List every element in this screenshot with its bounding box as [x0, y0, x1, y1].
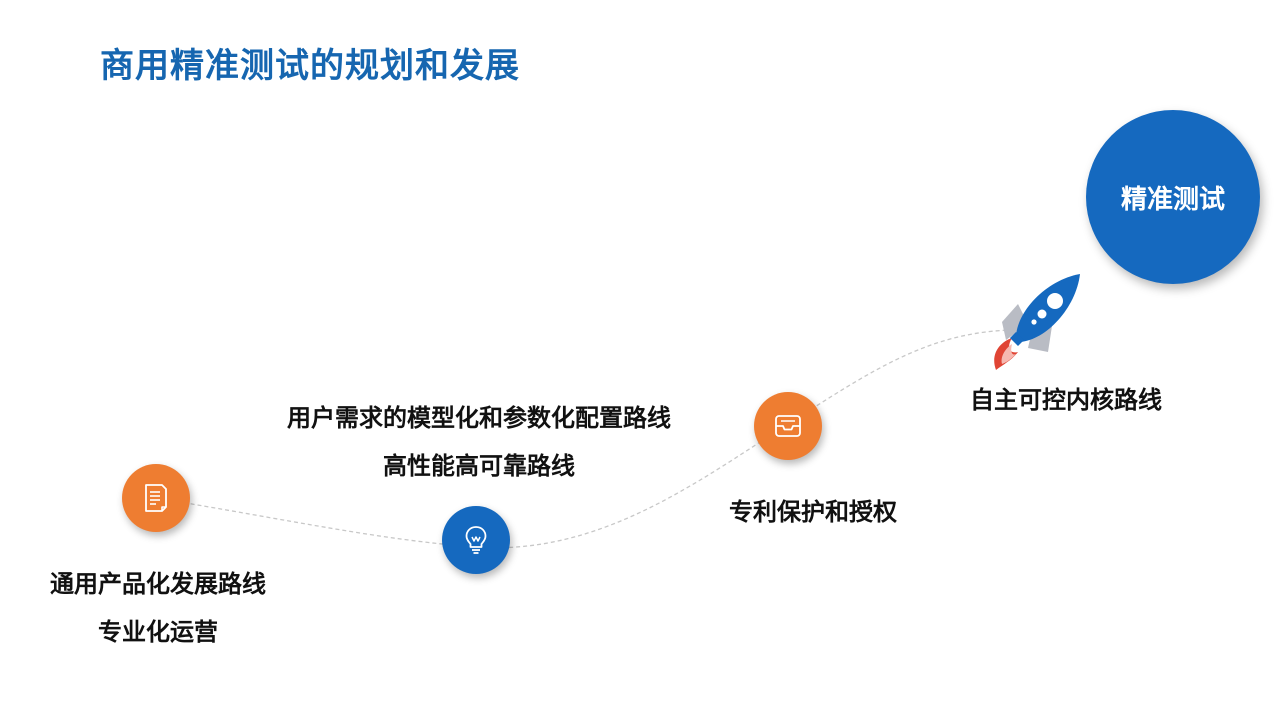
- step-label-patent: 专利保护和授权: [716, 488, 910, 536]
- document-icon: [145, 484, 167, 512]
- inbox-tray-icon: [775, 415, 801, 437]
- step-label-model-route: 用户需求的模型化和参数化配置路线 高性能高可靠路线: [262, 394, 696, 490]
- lightbulb-icon: [465, 526, 487, 554]
- step-label-line: 专利保护和授权: [729, 498, 897, 526]
- step-node-inbox: [754, 392, 822, 460]
- step-label-line: 用户需求的模型化和参数化配置路线: [287, 404, 671, 432]
- target-label: 精准测试: [1120, 184, 1225, 215]
- dashed-curve: [155, 329, 1019, 549]
- rocket-icon: [994, 274, 1080, 370]
- step-label-product-route: 通用产品化发展路线 专业化运营: [36, 560, 280, 656]
- step-label-line: 自主可控内核路线: [970, 386, 1162, 414]
- step-node-lightbulb: [442, 506, 510, 574]
- step-label-line: 专业化运营: [98, 618, 218, 646]
- step-label-line: 高性能高可靠路线: [383, 452, 575, 480]
- step-label-line: 通用产品化发展路线: [50, 570, 266, 598]
- target-circle: 精准测试: [1086, 110, 1260, 284]
- step-node-document: [122, 464, 190, 532]
- page-title: 商用精准测试的规划和发展: [100, 46, 520, 86]
- step-label-core-route: 自主可控内核路线: [968, 376, 1164, 424]
